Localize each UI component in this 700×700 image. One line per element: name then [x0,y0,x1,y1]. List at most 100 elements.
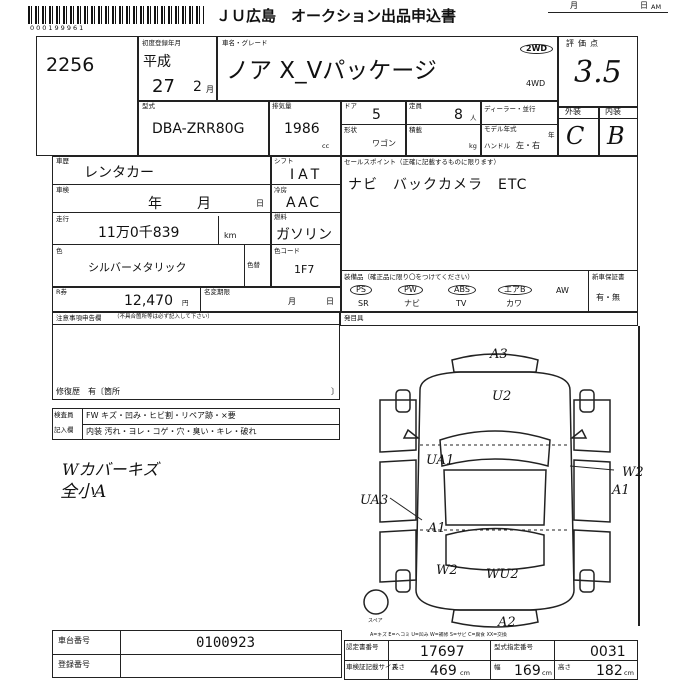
header-am: AM [651,3,662,11]
equip-airbag: エアB [498,285,532,295]
dims-size-label: 車検証記載サイズ [346,663,398,671]
history-label: 車歴 [56,157,69,165]
dims-label1: 認定書番号 [346,643,379,651]
fuel-value: ガソリン [276,227,332,243]
dims-len-unit: cm [460,669,470,677]
color-value: シルバーメタリック [88,261,187,274]
type-value: DBA-ZRR80G [152,121,245,137]
equip-abs: ABS [448,285,476,295]
mark-ua3-left: UA3 [360,493,388,508]
mid-section [52,156,638,312]
dims-value2: 0031 [590,644,626,660]
model-name: ノア X_Vパッケージ [226,58,437,84]
checklist-row1: FW キズ・凹み・ヒビ割・リペア跡・×要 [86,411,236,420]
header-day: 日 [640,1,648,10]
mileage-value: 11万0千839 [98,225,180,241]
dims-hgt-label: 高さ [558,663,571,671]
model-year-label: モデル年式 [484,125,517,133]
equip-sr: SR [358,299,369,308]
form-title: ＪＵ広島 オークション出品申込書 [216,7,457,25]
header-month: 月 [570,1,578,10]
reg-no-label: 登録番号 [58,660,90,669]
mark-u2-hood: U2 [492,389,511,404]
equip-navi: ナビ [404,299,420,308]
dims-len-label: 長さ [392,663,405,671]
handle-label: ハンドル [484,142,510,150]
warranty-label: 新車保証書 [592,273,625,281]
equipment-top-row: PS PW ABS エアB AW [346,285,586,299]
drive-2wd: 2WD [520,44,554,54]
registration-label: 初度登録年月 [142,39,181,47]
diagram-legend: A=キズ E=ヘコミ U=凹み W=補修 S=サビ C=腐食 XX=交換 [370,633,507,638]
color-code: 1F7 [294,263,315,276]
recycle-unit: 円 [182,299,189,307]
sales-points-value: ナビ バックカメラ ETC [348,177,528,193]
meigi-label: 名変期限 [204,288,230,296]
dims-len: 469 [430,663,457,679]
mark-w2-right: W2 [622,465,644,480]
repair-end: 〕 [331,387,339,396]
tool-label: 発目具 [344,314,364,322]
equip-pw: PW [398,285,423,295]
grade-int-value: B [607,122,625,150]
mileage-unit: km [224,231,237,240]
shift-value: IAT [290,167,324,183]
displacement-value: 1986 [284,121,320,137]
aircon-label: 冷房 [274,186,287,194]
registration-month: 2 [193,79,202,95]
load-label: 積載 [409,126,422,134]
capacity-value: 8 [454,107,463,123]
chassis-label: 車台番号 [58,636,90,645]
mileage-label: 走行 [56,215,69,223]
color-label: 色 [56,247,63,255]
aircon-value: AAC [286,195,322,211]
registration-month-suffix: 月 [206,85,214,94]
dims-wid-label: 幅 [494,663,501,671]
dims-hgt: 182 [596,663,623,679]
repair-label: 修復歴 有〔箇所 [56,387,120,396]
notes-label: 注意事項申告欄 [56,314,102,322]
doors-value: 5 [372,107,381,123]
equipment-bottom-row: SR ナビ TV カワ [346,300,586,312]
checklist-label2: 記入欄 [54,426,74,434]
load-unit: kg [469,142,477,150]
equip-kawa: カワ [506,299,522,308]
dims-hgt-unit: cm [624,669,634,677]
drive-4wd: 4WD [526,79,546,88]
displacement-label: 排気量 [272,102,292,110]
grade-ext-value: C [566,122,585,150]
equip-aw: AW [556,286,569,295]
grade-int-label: 内装 [605,107,621,116]
mark-wu2-rear: WU2 [486,567,519,582]
capacity-label: 定員 [409,102,422,110]
top-section [36,36,638,156]
doors-label: ドア [344,102,357,110]
registration-year: 27 [152,76,175,97]
mark-a1-left: A1 [427,521,446,536]
inspection-month: 月 [197,196,211,212]
lot-number: 2256 [46,54,95,76]
mark-a3-front: A3 [489,347,508,362]
color-code-label: 色コード [274,247,300,255]
model-label: 車名・グレード [222,39,268,47]
barcode [28,6,204,24]
displacement-unit: cc [322,142,330,150]
mark-w2-left: W2 [436,563,458,578]
dims-value1: 17697 [420,644,465,660]
handnote-line2: 全小A [60,482,107,502]
notes-sublabel: （不具合箇所等は必ず記入して下さい） [114,314,213,320]
dealer-label: ディーラー・並行 [484,105,536,113]
shape-value: ワゴン [372,139,396,148]
registration-era: 平成 [143,54,171,70]
meigi-day: 日 [326,297,334,306]
dims-label2: 型式指定番号 [494,643,533,651]
handle-value: 左・右 [516,141,540,150]
grade-ext-label: 外装 [565,107,581,116]
type-label: 型式 [142,102,155,110]
capacity-unit: 人 [470,114,477,122]
model-year-unit: 年 [548,131,555,139]
recycle-value: 12,470 [124,293,173,309]
meigi-month: 月 [288,297,296,306]
tool-box [340,312,638,326]
checklist-row2: 内装 汚れ・ヨレ・コゲ・穴・臭い・キレ・破れ [86,427,257,436]
